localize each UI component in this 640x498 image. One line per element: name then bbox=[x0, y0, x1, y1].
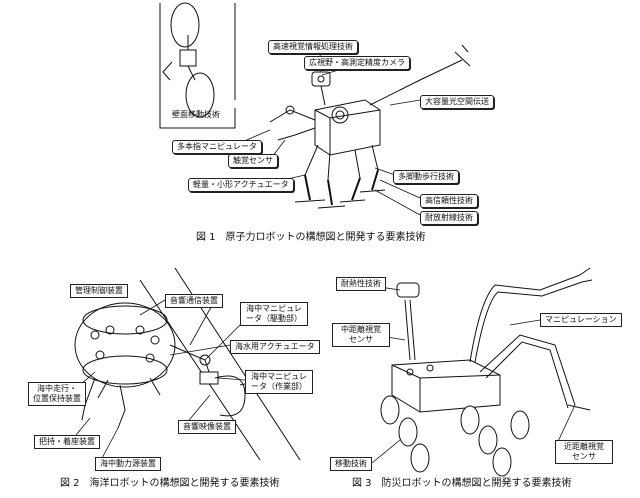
label-acoustic-comm: 音響通信装置 bbox=[165, 294, 223, 308]
disaster-robot-drawing bbox=[380, 267, 593, 477]
label-manipulation: マニピュレーション bbox=[540, 313, 622, 327]
label-walking: 多脚動歩行技術 bbox=[393, 170, 459, 184]
label-underwater-travel-line1: 海中走行・ bbox=[37, 384, 77, 393]
label-mid-range-vision-line1: 中距離視覚 bbox=[341, 325, 381, 334]
label-power-source: 海中動力源装置 bbox=[95, 457, 161, 471]
label-multi-finger: 多本指マニピュレータ bbox=[172, 140, 262, 154]
label-near-range-vision: 近距離視覚 センサ bbox=[555, 440, 613, 464]
label-manipulator-work-line2: ータ（作業部） bbox=[251, 382, 307, 391]
ocean-robot-drawing bbox=[74, 267, 301, 461]
caption-figure-3: 図 3 防災ロボットの構想図と開発する要素技術 bbox=[352, 478, 572, 489]
label-reliability: 高信頼性技術 bbox=[420, 194, 478, 208]
label-tactile-sensor: 触覚センサ bbox=[228, 154, 278, 168]
label-mid-range-vision-line2: センサ bbox=[349, 335, 373, 344]
label-manipulator-drive: 海中マニピュレ ータ（駆動部） bbox=[240, 302, 308, 326]
label-heat-resistance: 耐熱性技術 bbox=[336, 277, 386, 291]
label-manipulator-work-line1: 海中マニピュレ bbox=[251, 372, 307, 381]
label-near-range-vision-line2: センサ bbox=[572, 452, 596, 461]
label-locomotion: 移動技術 bbox=[330, 457, 372, 471]
nuclear-robot-drawing bbox=[269, 44, 471, 209]
label-mid-range-vision: 中距離視覚 センサ bbox=[332, 323, 390, 347]
label-wall-climbing: 壁面移動技術 bbox=[172, 110, 220, 119]
label-control-unit: 管理制御装置 bbox=[70, 284, 128, 298]
caption-figure-2: 図 2 海洋ロボットの構想図と開発する要素技術 bbox=[60, 478, 280, 489]
label-seawater-actuator: 海水用アクチュエータ bbox=[230, 340, 320, 354]
label-high-speed-vision: 高速視覚情報処理技術 bbox=[268, 40, 358, 54]
label-wide-camera: 広視野・高測定精度カメラ bbox=[304, 56, 410, 70]
label-near-range-vision-line1: 近距離視覚 bbox=[564, 442, 604, 451]
label-radiation: 耐放射線技術 bbox=[420, 211, 478, 225]
wall-climbing-inset bbox=[159, 2, 236, 129]
label-light-actuator: 軽量・小形アクチュエータ bbox=[188, 178, 294, 192]
label-optical-comm: 大容量光空間伝送 bbox=[420, 95, 494, 109]
label-underwater-travel: 海中走行・ 位置保持装置 bbox=[28, 382, 86, 406]
label-gripper: 把持・着座装置 bbox=[34, 435, 100, 449]
label-manipulator-drive-line2: ータ（駆動部） bbox=[246, 314, 302, 323]
label-manipulator-work: 海中マニピュレ ータ（作業部） bbox=[245, 370, 313, 394]
label-manipulator-drive-line1: 海中マニピュレ bbox=[246, 304, 302, 313]
label-acoustic-imaging: 音響映像装置 bbox=[178, 420, 236, 434]
label-underwater-travel-line2: 位置保持装置 bbox=[33, 394, 81, 403]
caption-figure-1: 図 1 原子力ロボットの構想図と開発する要素技術 bbox=[196, 232, 426, 243]
